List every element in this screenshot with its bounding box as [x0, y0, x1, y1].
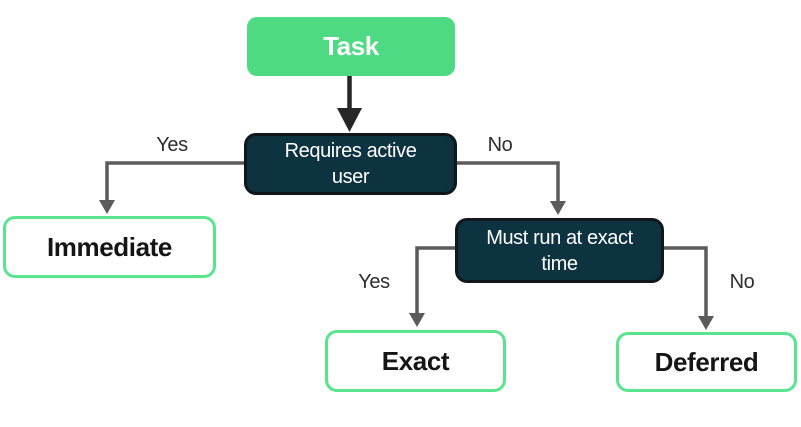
arrowhead-down-icon [409, 313, 425, 327]
node-immediate-label: Immediate [46, 231, 172, 262]
edge-requires-no-to-mustrun [457, 161, 566, 215]
edge-label-mustrun-yes: Yes [358, 271, 390, 293]
arrowhead-down-icon [698, 316, 714, 330]
edge-mustrun-no-to-deferred [663, 246, 714, 330]
node-immediate: Immediate [3, 216, 216, 278]
node-exact: Exact [325, 330, 506, 392]
node-exact-label: Exact [381, 345, 450, 376]
node-must-run-at-exact-time-label: Must run at exact time [486, 226, 633, 275]
edge-requires-yes-to-immediate [99, 161, 244, 214]
node-requires-active-user: Requires active user [244, 133, 457, 195]
node-deferred-label: Deferred [654, 346, 759, 377]
arrowhead-down-icon [337, 108, 362, 132]
edge-task-to-requires [337, 76, 362, 132]
edge-label-mustrun-no: No [729, 271, 755, 293]
node-task-label: Task [323, 31, 379, 61]
edge-label-requires-no: No [487, 134, 513, 156]
edge-mustrun-yes-to-exact [409, 246, 455, 327]
node-deferred: Deferred [616, 332, 797, 392]
arrowhead-down-icon [550, 201, 566, 215]
arrowhead-down-icon [99, 200, 115, 214]
node-task: Task [247, 17, 455, 76]
node-must-run-at-exact-time: Must run at exact time [455, 218, 664, 283]
node-requires-active-user-label: Requires active user [284, 140, 417, 188]
edge-label-requires-yes: Yes [156, 134, 188, 156]
